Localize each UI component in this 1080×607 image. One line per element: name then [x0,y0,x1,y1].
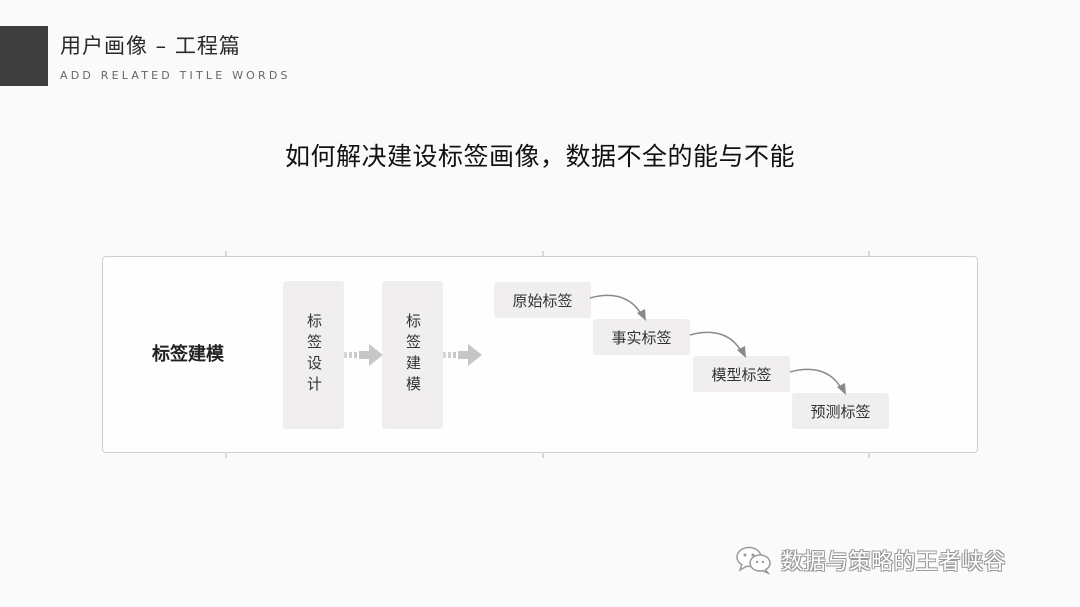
stair-predict-tag: 预测标签 [792,393,889,429]
stair-model-tag: 模型标签 [693,356,790,392]
curved-arrow-icon [589,294,646,321]
step-box-text: 标签设计 [305,313,323,397]
page-subtitle: ADD RELATED TITLE WORDS [60,69,291,82]
header-accent-block [0,26,48,86]
stair-raw-tag: 原始标签 [494,282,591,318]
right-arrow-icon [443,344,482,366]
wechat-icon [736,546,771,575]
panel-tick [225,452,227,458]
step-box-text: 标签建模 [404,313,422,397]
curved-arrow-icon [689,331,746,358]
right-arrow-icon [344,344,383,366]
watermark: 数据与策略的王者峡谷 [735,544,1006,576]
watermark-text: 数据与策略的王者峡谷 [781,550,1007,575]
page-title: 用户画像 – 工程篇 [60,34,241,58]
panel-tick [542,452,544,458]
panel-tick [225,251,227,257]
panel-tick [868,452,870,458]
step-box-tag-design: 标签设计 [283,281,344,429]
panel-tick [542,251,544,257]
panel-tick [868,251,870,257]
slide-heading: 如何解决建设标签画像，数据不全的能与不能 [284,142,795,171]
stair-fact-tag: 事实标签 [593,319,690,355]
diagram-label: 标签建模 [152,344,224,365]
step-box-tag-modeling: 标签建模 [382,281,443,429]
curved-arrow-icon [789,368,846,395]
